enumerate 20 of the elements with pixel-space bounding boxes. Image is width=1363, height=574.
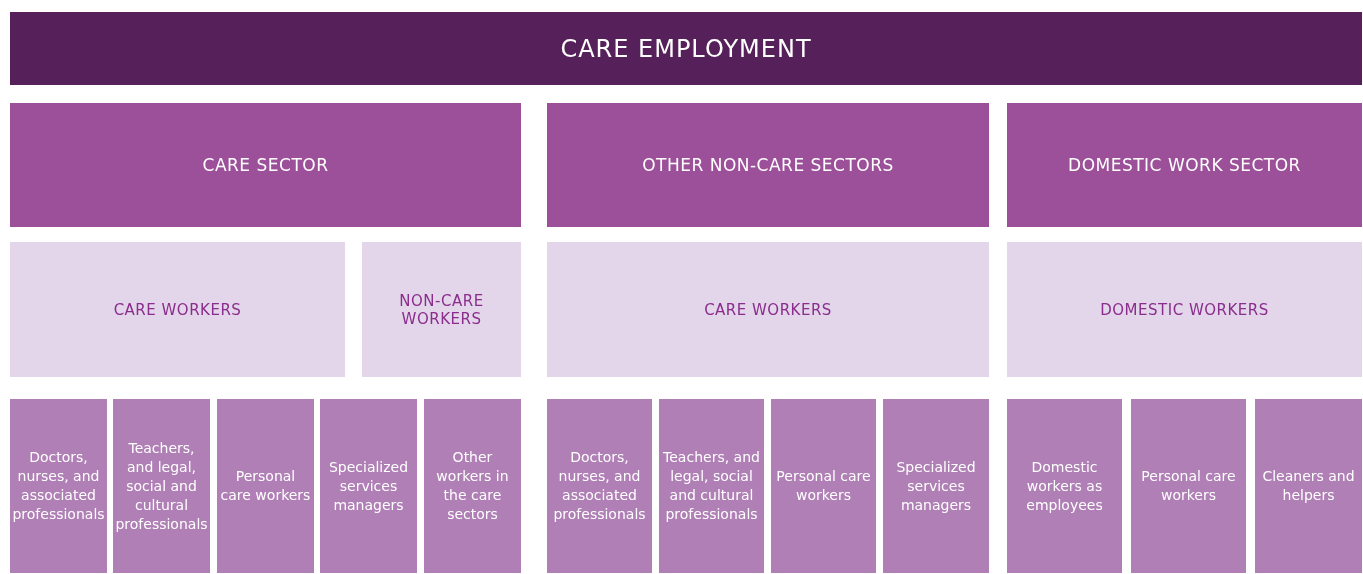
occupation-box: Personal care workers — [771, 399, 876, 573]
category-box: DOMESTIC WORK SECTOR — [1007, 103, 1362, 227]
occupation-box: Cleaners and helpers — [1255, 399, 1362, 573]
occupation-box: Doctors, nurses, and associated professionals — [10, 399, 107, 573]
occupation-box: Teachers, and legal, social and cultural professionals — [113, 399, 210, 573]
occupation-box: Domestic workers as employees — [1007, 399, 1122, 573]
occupation-box: Specialized services managers — [883, 399, 989, 573]
occupation-box: Specialized services managers — [320, 399, 417, 573]
category-box: CARE SECTOR — [10, 103, 521, 227]
occupation-box: Teachers, and legal, social and cultural professionals — [659, 399, 764, 573]
category-box: OTHER NON-CARE SECTORS — [547, 103, 989, 227]
category-box: CARE WORKERS — [547, 242, 989, 377]
category-box: DOMESTIC WORKERS — [1007, 242, 1362, 377]
occupation-box: Personal care workers — [217, 399, 314, 573]
category-box: CARE WORKERS — [10, 242, 345, 377]
title-banner: CARE EMPLOYMENT — [10, 12, 1362, 85]
occupation-box: Other workers in the care sectors — [424, 399, 521, 573]
category-box: NON-CARE WORKERS — [362, 242, 521, 377]
occupation-box: Doctors, nurses, and associated professionals — [547, 399, 652, 573]
occupation-box: Personal care workers — [1131, 399, 1246, 573]
